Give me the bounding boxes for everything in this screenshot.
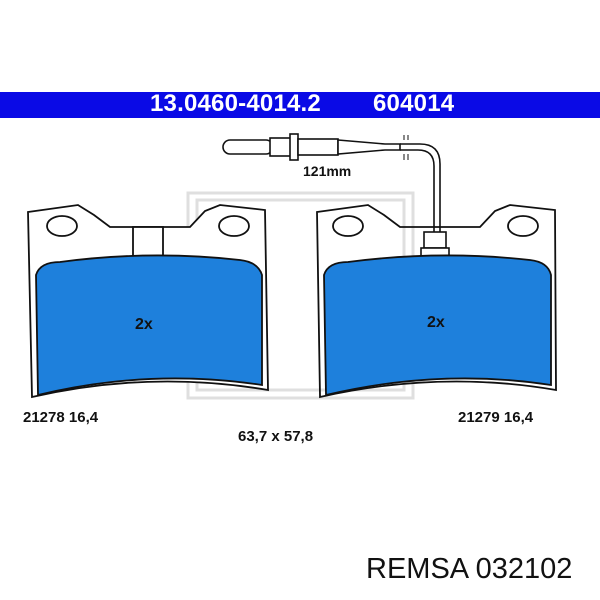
dimensions-label: 63,7 x 57,8 <box>238 428 314 445</box>
part-number: 13.0460-4014.2 <box>150 90 321 117</box>
pad-left-qty: 2x <box>135 316 153 333</box>
ref-number: 604014 <box>373 90 455 117</box>
pad-right-qty: 2x <box>427 314 445 331</box>
wear-sensor <box>222 133 450 259</box>
header-band: 13.0460-4014.2 604014 <box>0 90 600 118</box>
footer-brand: REMSA 032102 <box>366 553 572 586</box>
sensor-length-label: 121mm <box>303 163 352 179</box>
brand-name: REMSA <box>366 553 468 585</box>
brand-part-number: 032102 <box>475 553 573 585</box>
brake-pad-left <box>27 204 269 399</box>
pad-right-code: 21279 16,4 <box>458 409 534 426</box>
brake-pad-right <box>316 204 557 399</box>
pad-left-code: 21278 16,4 <box>23 409 99 426</box>
